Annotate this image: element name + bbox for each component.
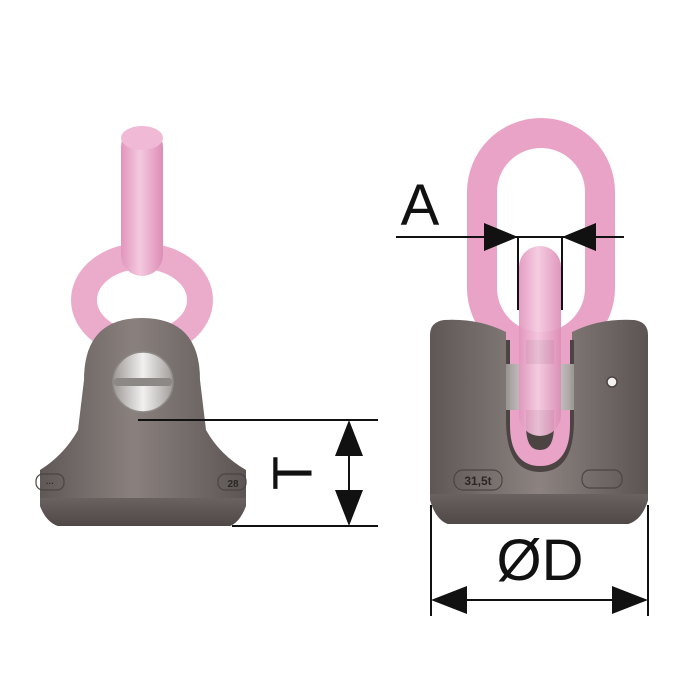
capacity-marking: 31,5t bbox=[464, 474, 491, 488]
front-base-band bbox=[430, 494, 648, 524]
front-view: 31,5t bbox=[430, 118, 648, 524]
dimension-t-label: T bbox=[261, 456, 324, 490]
dimension-d-label: ØD bbox=[497, 528, 584, 593]
side-pad-left bbox=[35, 473, 65, 491]
side-number-marking: 28 bbox=[227, 479, 239, 490]
dimension-d-arrow-right bbox=[612, 586, 648, 614]
dimension-a: A bbox=[396, 173, 624, 310]
dimension-a-arrow-right bbox=[562, 223, 596, 251]
pin-slot bbox=[114, 378, 172, 386]
dimension-t-arrow-bottom bbox=[335, 490, 363, 526]
side-body bbox=[40, 318, 246, 526]
dimension-t-arrow-top bbox=[335, 420, 363, 456]
front-capacity-pad bbox=[453, 469, 503, 491]
dimension-d: ØD bbox=[430, 505, 649, 616]
link-rod-top bbox=[121, 126, 163, 150]
dimension-d-arrow-left bbox=[431, 586, 467, 614]
side-pad-dots: ··· bbox=[46, 479, 54, 488]
side-base-band bbox=[40, 498, 246, 526]
front-blank-pad bbox=[581, 469, 623, 489]
front-link-lower bbox=[510, 338, 570, 467]
dimension-a-label: A bbox=[401, 173, 440, 238]
front-link-center-rod bbox=[519, 246, 561, 436]
side-pad-right bbox=[217, 473, 247, 491]
front-hole bbox=[606, 376, 618, 388]
dimension-a-arrow-left bbox=[484, 223, 518, 251]
link-rod-side bbox=[121, 126, 163, 276]
side-view: ··· 28 bbox=[35, 126, 247, 526]
dimension-t: T bbox=[138, 419, 378, 527]
